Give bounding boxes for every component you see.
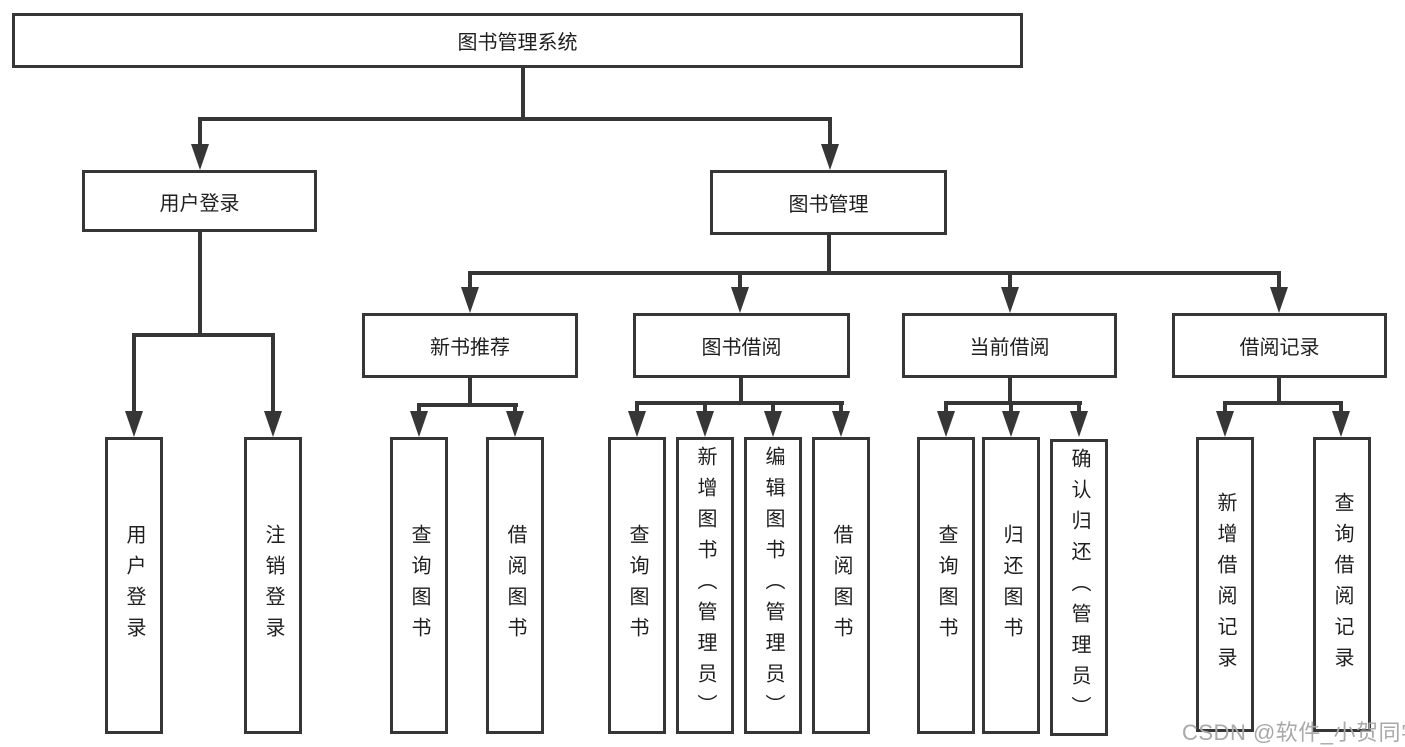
connector-line: [1223, 401, 1343, 405]
arrowhead-down-icon: [832, 411, 850, 437]
node-label: 确认归还（管理员）: [1068, 448, 1090, 727]
connector-line: [417, 403, 518, 407]
arrowhead-down-icon: [731, 287, 749, 313]
node-label: 新书推荐: [430, 337, 510, 359]
node-label: 图书管理: [788, 194, 869, 216]
connector-line: [198, 117, 832, 121]
connector-line: [703, 401, 707, 413]
connector-line: [1008, 376, 1012, 405]
connector-line: [1009, 401, 1013, 413]
node-borrow-records: 借阅记录: [1172, 313, 1387, 378]
connector-line: [198, 117, 202, 146]
leaf-records-add: 新增借阅记录: [1196, 437, 1254, 732]
connector-line: [738, 271, 742, 288]
node-label: 借阅图书: [830, 523, 852, 648]
leaf-borrow-add-admin: 新增图书（管理员）: [676, 437, 734, 734]
arrowhead-down-icon: [696, 411, 714, 437]
connector-line: [839, 401, 843, 413]
node-label: 当前借阅: [969, 337, 1050, 359]
connector-line: [468, 271, 472, 288]
connector-line: [417, 403, 421, 413]
arrowhead-down-icon: [410, 411, 428, 437]
arrowhead-down-icon: [191, 144, 209, 170]
node-new-book-recommend: 新书推荐: [362, 313, 578, 378]
arrowhead-down-icon: [125, 411, 143, 437]
leaf-records-query: 查询借阅记录: [1313, 437, 1371, 732]
node-label: 用户登录: [123, 523, 145, 648]
leaf-borrow-query: 查询图书: [608, 437, 666, 734]
leaf-user-login: 用户登录: [105, 437, 163, 734]
connector-line: [513, 403, 517, 413]
leaf-current-return: 归还图书: [982, 437, 1040, 734]
node-current-borrow: 当前借阅: [902, 313, 1117, 378]
node-book-borrow: 图书借阅: [633, 313, 850, 378]
node-label: 查询图书: [626, 523, 648, 648]
node-label: 归还图书: [1000, 523, 1022, 648]
connector-line: [944, 401, 1082, 405]
connector-line: [739, 376, 743, 405]
node-label: 注销登录: [262, 523, 284, 648]
connector-line: [132, 333, 136, 413]
connector-line: [468, 271, 1281, 275]
leaf-logout: 注销登录: [244, 437, 302, 734]
arrowhead-down-icon: [764, 411, 782, 437]
node-label: 图书管理系统: [457, 32, 578, 54]
connector-line: [1008, 271, 1012, 288]
arrowhead-down-icon: [264, 411, 282, 437]
arrowhead-down-icon: [1002, 411, 1020, 437]
node-label: 借阅记录: [1239, 337, 1320, 359]
connector-line: [771, 401, 775, 413]
node-label: 用户登录: [159, 192, 240, 215]
node-user-login: 用户登录: [82, 170, 317, 232]
connector-line: [521, 66, 525, 119]
connector-line: [1339, 401, 1343, 413]
arrowhead-down-icon: [1216, 411, 1234, 437]
leaf-borrow-borrow: 借阅图书: [812, 437, 870, 734]
connector-line: [635, 401, 639, 413]
node-root: 图书管理系统: [12, 13, 1023, 68]
connector-line: [468, 376, 472, 407]
leaf-current-query: 查询图书: [917, 437, 975, 734]
arrowhead-down-icon: [461, 287, 479, 313]
csdn-watermark: CSDN @软件_小贺同学: [1182, 720, 1405, 745]
node-book-management: 图书管理: [710, 170, 947, 235]
node-label: 编辑图书（管理员）: [762, 446, 784, 725]
connector-line: [1277, 271, 1281, 288]
connector-line: [1223, 401, 1227, 413]
connector-line: [271, 333, 275, 413]
node-label: 新增图书（管理员）: [694, 446, 716, 725]
arrowhead-down-icon: [821, 144, 839, 170]
arrowhead-down-icon: [937, 411, 955, 437]
leaf-borrow-edit-admin: 编辑图书（管理员）: [744, 437, 802, 734]
arrowhead-down-icon: [1070, 411, 1088, 437]
leaf-newbooks-borrow: 借阅图书: [486, 437, 544, 734]
connector-line: [944, 401, 948, 413]
node-label: 查询图书: [935, 523, 957, 648]
node-label: 查询图书: [408, 523, 430, 648]
connector-line: [198, 231, 202, 336]
node-label: 查询借阅记录: [1331, 491, 1353, 678]
arrowhead-down-icon: [1332, 411, 1350, 437]
connector-line: [827, 234, 831, 275]
node-label: 图书借阅: [701, 337, 782, 359]
leaf-current-confirm-return-admin: 确认归还（管理员）: [1050, 439, 1108, 736]
connector-line: [635, 401, 844, 405]
connector-line: [828, 117, 832, 146]
connector-line: [132, 333, 275, 337]
arrowhead-down-icon: [628, 411, 646, 437]
node-label: 借阅图书: [504, 523, 526, 648]
node-label: 新增借阅记录: [1214, 491, 1236, 678]
connector-line: [1277, 376, 1281, 405]
leaf-newbooks-query: 查询图书: [390, 437, 448, 734]
arrowhead-down-icon: [506, 411, 524, 437]
arrowhead-down-icon: [1001, 287, 1019, 313]
arrowhead-down-icon: [1270, 287, 1288, 313]
connector-line: [1077, 401, 1081, 413]
